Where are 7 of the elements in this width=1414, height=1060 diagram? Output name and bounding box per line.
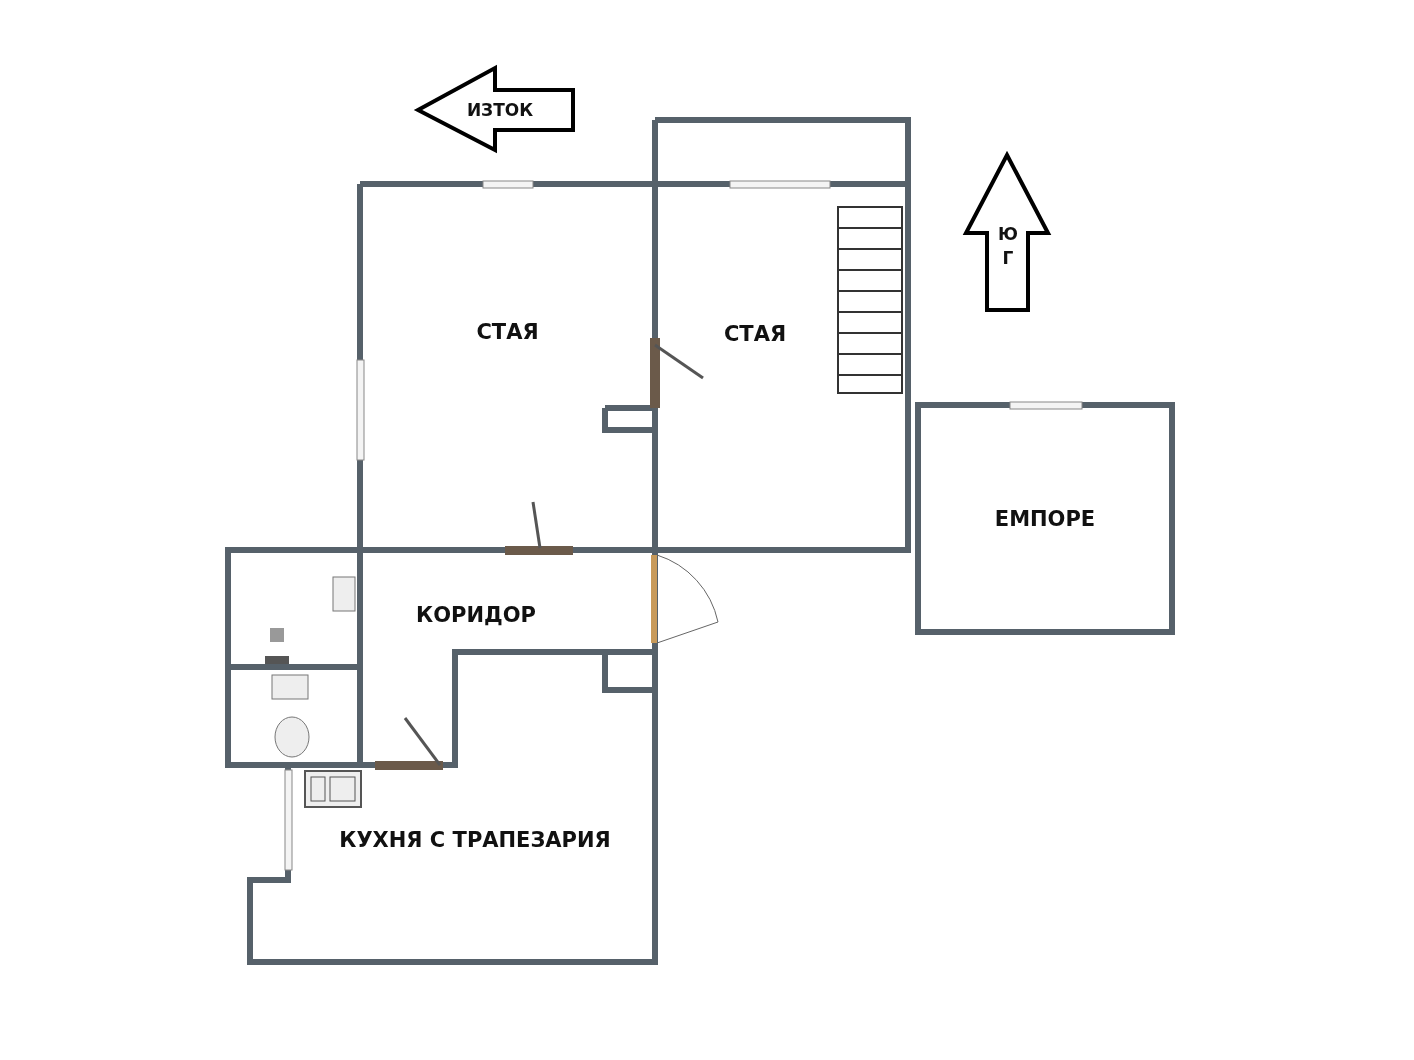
room-label: ЕМПОРЕ [994,506,1096,531]
room-label: КУХНЯ С ТРАПЕЗАРИЯ [339,828,611,852]
room-label: СТАЯ [723,322,787,346]
direction-label: ЮГ [998,223,1018,270]
direction-label: ИЗТОК [465,99,535,122]
room-label: СТАЯ [476,320,539,344]
room-label: КОРИДОР [416,603,536,627]
